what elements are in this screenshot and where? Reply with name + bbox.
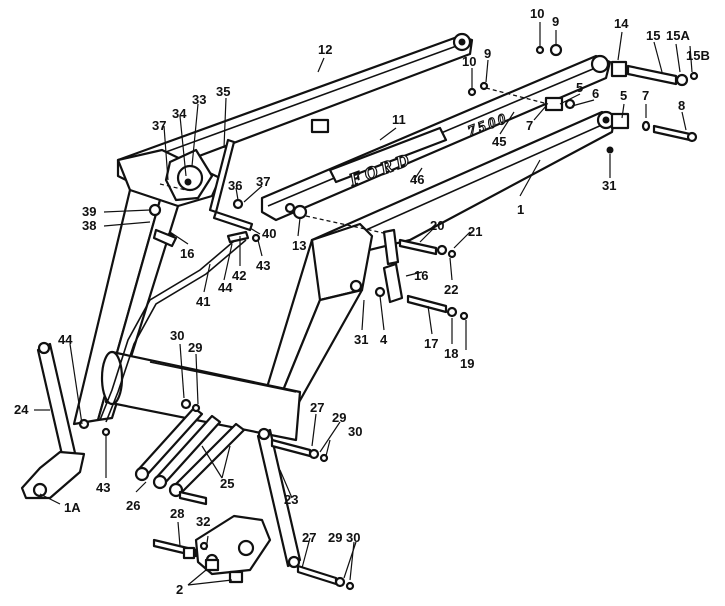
leader-lines <box>34 22 693 586</box>
part-label: 20 <box>430 218 444 233</box>
part-labels: 1 1A 2 4 5 5 6 7 7 8 9 9 10 10 11 12 13 … <box>14 6 710 597</box>
part-label: 31 <box>602 178 616 193</box>
part-label: 22 <box>444 282 458 297</box>
part-label: 4 <box>380 332 388 347</box>
part-label: 21 <box>468 224 482 239</box>
part-label: 37 <box>256 174 270 189</box>
part-label: 35 <box>216 84 230 99</box>
bucket-link-24 <box>20 341 86 500</box>
part-label: 7 <box>642 88 649 103</box>
part-label: 13 <box>292 238 306 253</box>
part-label: 29 <box>332 410 346 425</box>
part-label: 40 <box>262 226 276 241</box>
part-label: 29 <box>328 530 342 545</box>
part-label: 5 <box>620 88 627 103</box>
part-label: 28 <box>170 506 184 521</box>
cross-tube <box>100 350 302 442</box>
pins-and-hardware <box>78 43 699 591</box>
part-label: 24 <box>14 402 29 417</box>
part-label: 15A <box>666 28 690 43</box>
part-label: 12 <box>318 42 332 57</box>
part-label: 27 <box>310 400 324 415</box>
part-label: 46 <box>410 172 424 187</box>
part-label: 1 <box>517 202 524 217</box>
part-label: 23 <box>284 492 298 507</box>
part-label: 44 <box>58 332 73 347</box>
part-label: 16 <box>180 246 194 261</box>
part-label: 30 <box>170 328 184 343</box>
part-label: 44 <box>218 280 233 295</box>
part-label: 43 <box>96 480 110 495</box>
hydraulic-line <box>99 235 241 421</box>
part-label: 6 <box>592 86 599 101</box>
part-label: 45 <box>492 134 506 149</box>
part-label: 19 <box>460 356 474 371</box>
part-label: 16 <box>414 268 428 283</box>
part-label: 14 <box>614 16 629 31</box>
part-label: 38 <box>82 218 96 233</box>
part-label: 1A <box>64 500 81 515</box>
part-label: 11 <box>392 112 406 127</box>
part-label: 8 <box>678 98 685 113</box>
part-label: 15B <box>686 48 710 63</box>
part-label: 15 <box>646 28 660 43</box>
boom-arm-12 <box>116 32 474 184</box>
part-label: 36 <box>228 178 242 193</box>
part-label: 7 <box>526 118 533 133</box>
part-label: 43 <box>256 258 270 273</box>
part-label: 32 <box>196 514 210 529</box>
part-label: 34 <box>172 106 187 121</box>
part-label: 33 <box>192 92 206 107</box>
tie-rods-25 <box>134 406 246 498</box>
part-label: 26 <box>126 498 140 513</box>
part-label: 18 <box>444 346 458 361</box>
part-label: 10 <box>530 6 544 21</box>
part-label: 25 <box>220 476 234 491</box>
part-label: 10 <box>462 54 476 69</box>
part-label: 31 <box>354 332 368 347</box>
part-label: 30 <box>348 424 362 439</box>
part-label: 37 <box>152 118 166 133</box>
part-label: 5 <box>576 80 583 95</box>
part-label: 29 <box>188 340 202 355</box>
part-label: 17 <box>424 336 438 351</box>
part-label: 2 <box>176 582 183 597</box>
part-label: 41 <box>196 294 210 309</box>
part-label: 39 <box>82 204 96 219</box>
part-label: 9 <box>552 14 559 29</box>
part-label: 27 <box>302 530 316 545</box>
part-label: 30 <box>346 530 360 545</box>
part-label: 9 <box>484 46 491 61</box>
part-label: 42 <box>232 268 246 283</box>
